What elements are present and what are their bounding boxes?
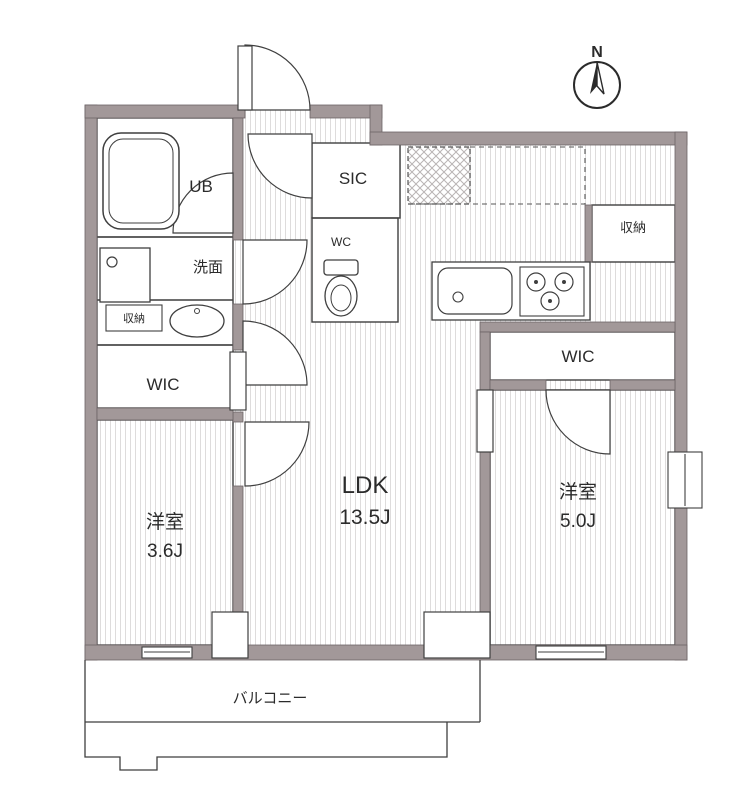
bedroom-right-door-arc <box>545 389 611 455</box>
room-label-washroom: 洗面 <box>193 259 223 276</box>
room-label-balcony: バルコニー <box>233 690 308 707</box>
entrance-mat-hatch <box>407 146 471 205</box>
room-label-ldk: LDK <box>342 472 389 499</box>
bathtub-icon <box>102 132 180 230</box>
room-label-wic-right: WIC <box>561 347 594 366</box>
windows <box>141 451 703 660</box>
room-label-wc: WC <box>331 235 351 249</box>
corridor-door-arc <box>247 133 313 199</box>
toilet-icon <box>323 259 359 317</box>
balcony-door-left <box>211 611 249 659</box>
entrance-door-leaf <box>237 45 253 111</box>
room-label-storage-left: 収納 <box>123 312 145 325</box>
wall-top-right <box>369 131 688 146</box>
sic-floor <box>312 143 400 218</box>
bedroom-left-door-arc <box>244 421 310 487</box>
entrance-door-arc <box>244 44 311 111</box>
north-arrow-icon <box>590 62 597 94</box>
bath-door-arc <box>172 172 234 234</box>
compass-n-label: N <box>591 44 603 61</box>
room-size-bedroom-right: 5.0J <box>560 511 596 532</box>
wic-right-floor <box>490 332 675 380</box>
bedroom-right-sliding-door <box>476 389 494 453</box>
entrance-hall-dashed-outline <box>408 146 586 205</box>
room-label-bedroom-right: 洋室 <box>559 481 597 503</box>
fixtures <box>99 132 591 338</box>
room-label-bedroom-left: 洋室 <box>146 511 184 533</box>
room-label-sic: SIC <box>339 169 367 188</box>
room-size-bedroom-left: 3.6J <box>147 541 183 562</box>
room-labels: UB SIC WC 洗面 収納 収納 WIC WIC LDK 13.5J 洋室 … <box>123 169 646 707</box>
wic-left-floor <box>97 345 233 408</box>
room-label-ub: UB <box>189 177 213 196</box>
entrance-area <box>407 146 586 205</box>
compass: N <box>573 44 621 109</box>
wall-left <box>84 104 98 661</box>
wic-left-sliding-door <box>229 351 247 411</box>
storage-left-box <box>105 304 163 332</box>
wall-right <box>674 131 688 661</box>
stove-icon <box>519 266 585 317</box>
ldk-door-arc <box>242 320 308 386</box>
balcony-slab-outline <box>84 660 448 771</box>
room-label-wic-left: WIC <box>146 375 179 394</box>
basin-icon <box>169 304 225 338</box>
storage-right-floor <box>592 205 675 262</box>
wall-top-left <box>84 104 246 119</box>
balcony-area <box>84 660 481 771</box>
washroom-door-arc <box>242 239 308 305</box>
doors <box>172 44 611 659</box>
kitchen-sink-icon <box>437 267 513 315</box>
room-label-storage-right: 収納 <box>620 220 646 235</box>
kitchen-counter <box>431 261 591 321</box>
balcony-door-ldk <box>423 611 491 659</box>
washing-machine-icon <box>99 247 151 303</box>
room-size-ldk: 13.5J <box>339 506 390 529</box>
